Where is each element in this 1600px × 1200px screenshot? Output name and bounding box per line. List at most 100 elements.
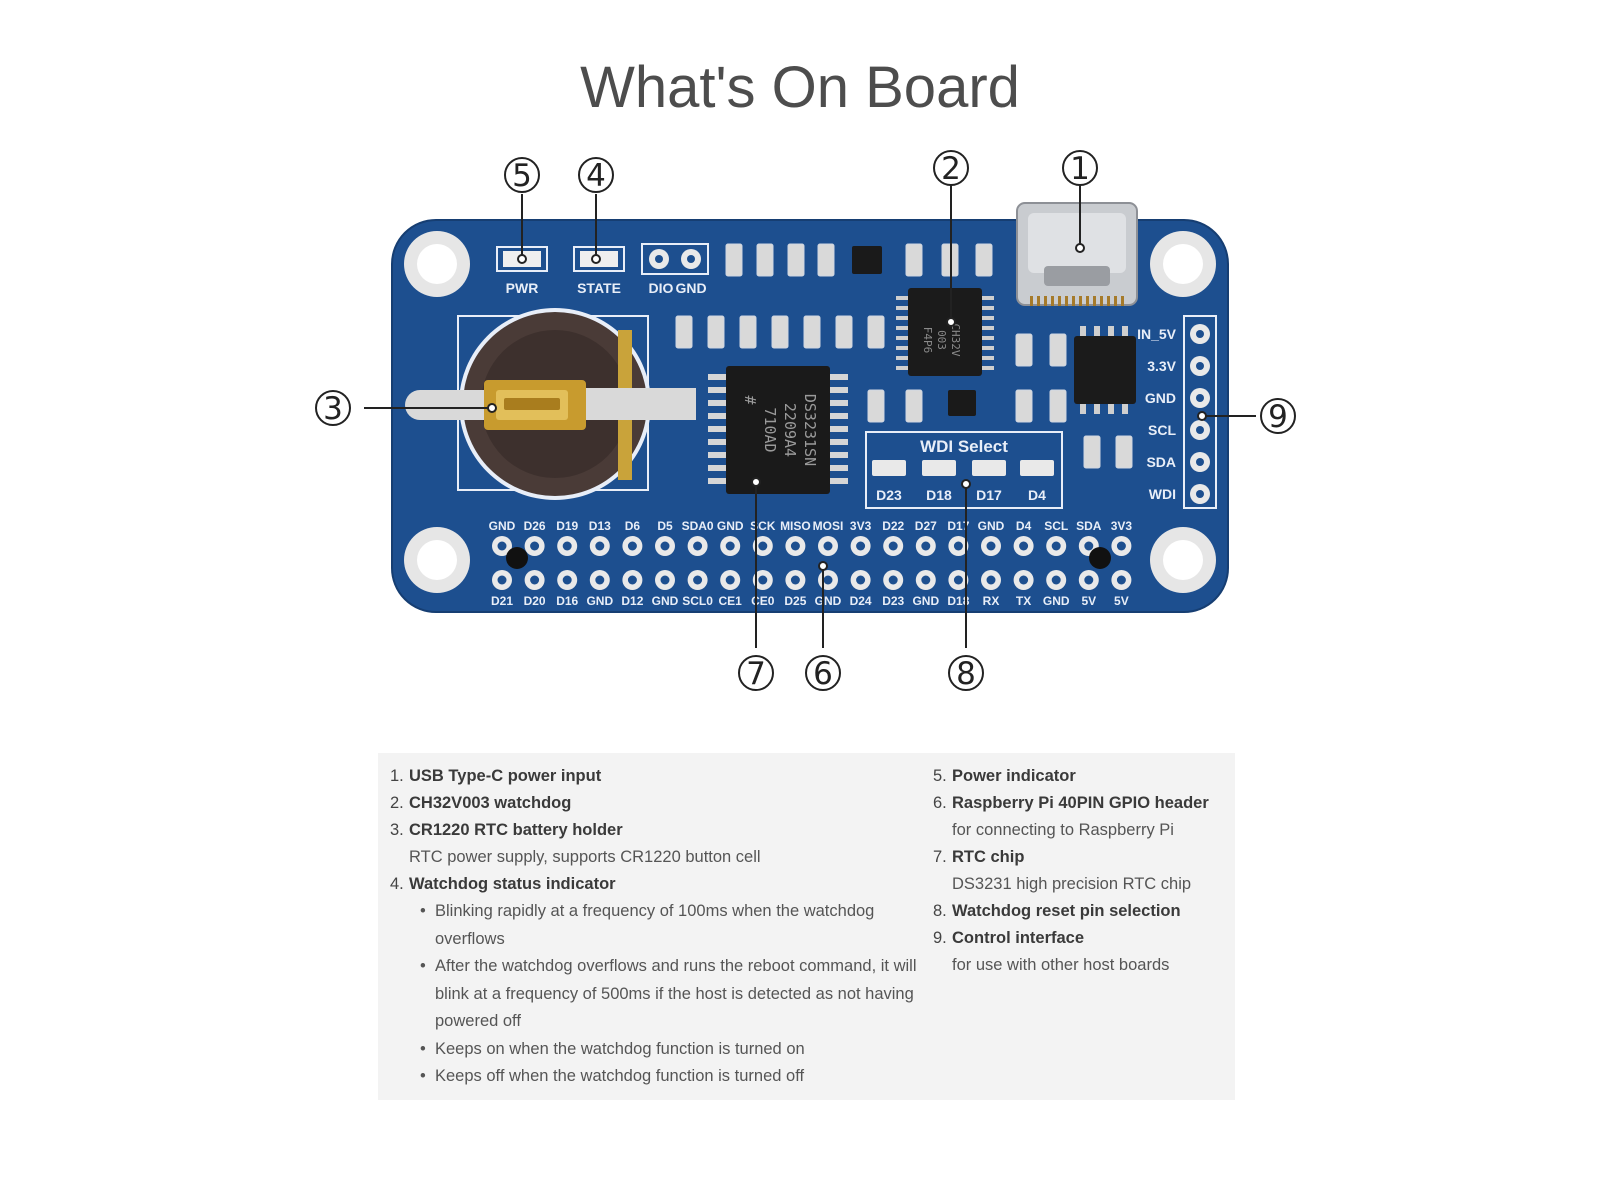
gpio-top-label: GND [978,519,1005,533]
gpio-bottom-label: D24 [850,594,872,608]
header-marker-left [506,547,528,569]
rtc-chip-text-4: # [741,395,759,404]
gpio-pin [720,570,741,590]
gpio-bottom-label: 5V [1081,594,1096,608]
gpio-pin [1078,570,1099,590]
gpio-pin [655,536,675,556]
feature-list-right: 5.Power indicator 6.Raspberry Pi 40PIN G… [933,763,1233,979]
gpio-top-label: SCK [750,519,776,533]
gpio-bottom-label: D16 [556,594,578,608]
gpio-pin [1013,570,1034,590]
gpio-bottom-label: D25 [784,594,806,608]
mounting-holes [404,231,1216,593]
right-pin-label: SDA [1146,454,1176,470]
rtc-chip-text-2: 2209A4 [781,403,799,457]
gpio-bottom-label: GND [912,594,939,608]
gpio-pin [492,570,512,590]
feature-list-left: 1.USB Type-C power input 2.CH32V003 watc… [390,763,920,1091]
gpio-pin [850,570,871,590]
dio-gnd-pads [641,243,709,275]
gpio-bottom-label: GND [1043,594,1070,608]
callout-7: 7 [746,656,766,692]
gpio-top-label: D26 [524,519,546,533]
callout-circles [315,150,1296,691]
gpio-bottom-label: D20 [524,594,546,608]
gpio-pin [687,536,708,556]
wdi-select-area [865,431,1063,509]
list-item: 5.Power indicator [933,767,1076,785]
wdi-pin-label: D18 [926,487,952,503]
gpio-bottom-label: CE1 [719,594,743,608]
callout-4: 4 [586,158,606,194]
rtc-chip-text-3: 710AD [761,407,779,452]
gpio-pin [1111,536,1132,556]
passive-components [675,243,1133,469]
gpio-top-label: GND [717,519,744,533]
bullet-item: •After the watchdog overflows and runs t… [420,957,917,1030]
gpio-pin [915,570,936,590]
gpio-top-label: SDA0 [682,519,714,533]
gpio-pin [818,536,838,556]
gpio-pin [981,570,1001,590]
gpio-pin [557,570,578,590]
gpio-pin [883,570,904,590]
rtc-chip-text-1: DS3231SN [801,394,819,466]
board-diagram: PWR STATE DIO GND [315,150,1296,692]
gpio-header [492,536,1132,590]
gpio-top-label: 3V3 [850,519,872,533]
gpio-top-label: GND [489,519,516,533]
gpio-bottom-label: SCL0 [682,594,713,608]
right-pin-label: 3.3V [1147,358,1176,374]
callout-1: 1 [1070,151,1090,187]
gpio-pin [524,536,545,556]
list-item-desc: RTC power supply, supports CR1220 button… [409,848,761,866]
gpio-top-label: D6 [625,519,641,533]
battery-holder [405,308,696,500]
gpio-pin [883,536,904,556]
gpio-pin [687,570,708,590]
bullet-item: •Keeps on when the watchdog function is … [420,1039,805,1058]
wd-chip-text-3: F4P6 [921,327,934,354]
watchdog-chip [896,288,994,376]
gpio-pin [948,536,969,556]
usb-c-connector [1016,202,1138,306]
gpio-pin [655,570,675,590]
bullet-item: •Blinking rapidly at a frequency of 100m… [420,902,875,948]
wdi-pin-label: D4 [1028,487,1046,503]
gpio-top-label: D22 [882,519,904,533]
bullet-item: •Keeps off when the watchdog function is… [420,1067,805,1085]
gpio-pin [557,536,578,556]
gpio-pin [720,536,741,556]
gpio-bottom-label: RX [983,594,1000,608]
gpio-pin [1046,570,1067,590]
gpio-bottom-label: GND [815,594,842,608]
callout-6: 6 [813,656,833,692]
gpio-pin [850,536,871,556]
leader-lines [364,184,1256,648]
right-pin-label: SCL [1148,422,1176,438]
gpio-top-label: D4 [1016,519,1032,533]
callout-2: 2 [941,151,961,187]
right-pin-label: WDI [1149,486,1176,502]
gpio-bottom-label: D18 [947,594,969,608]
gpio-pin [1013,536,1034,556]
list-item: 9.Control interface [933,929,1085,947]
wd-chip-text-1: CH32V [949,323,962,356]
gpio-pin [622,570,643,590]
state-label: STATE [577,280,621,296]
gpio-bottom-label: CE0 [751,594,775,608]
callout-5: 5 [512,158,532,194]
power-ic [1074,326,1136,414]
callout-8: 8 [956,656,976,692]
gpio-top-label: SDA [1076,519,1102,533]
gpio-bottom-label: D23 [882,594,904,608]
gpio-bottom-label: TX [1016,594,1031,608]
list-item-desc: for use with other host boards [952,956,1170,974]
list-item-desc: for connecting to Raspberry Pi [952,821,1174,839]
gpio-pin [622,536,643,556]
gpio-top-label: D27 [915,519,937,533]
